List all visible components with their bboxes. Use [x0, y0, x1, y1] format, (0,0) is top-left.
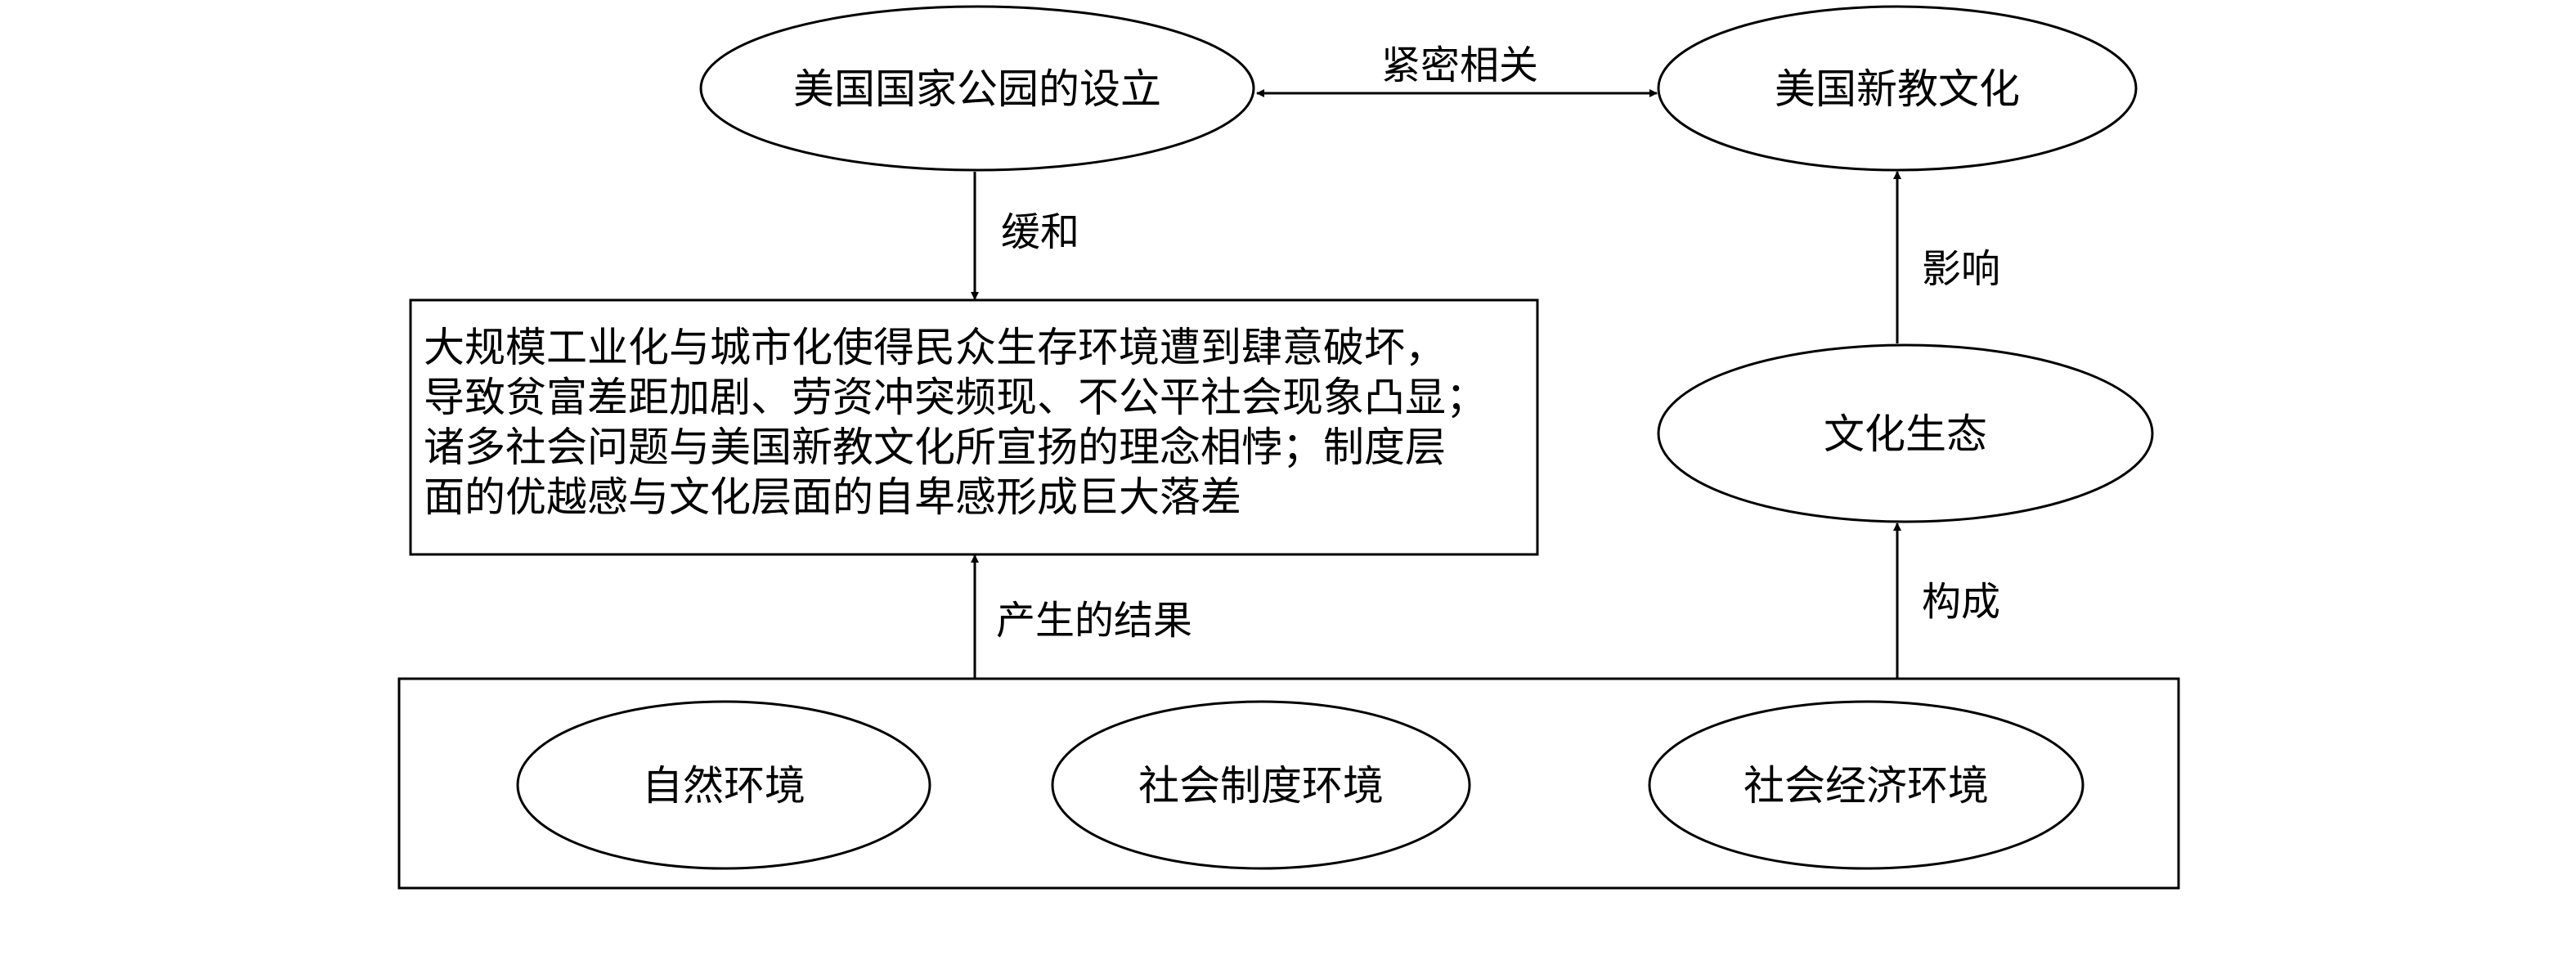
problem-box: 大规模工业化与城市化使得民众生存环境遭到肆意破坏， 导致贫富差距加剧、劳资冲突频… — [409, 298, 1539, 556]
result-label: 产生的结果 — [996, 598, 1192, 644]
national-park-ellipse — [699, 5, 1255, 172]
problem-line-2: 导致贫富差距加剧、劳资冲突频现、不公平社会现象凸显； — [424, 374, 1487, 421]
node-social-system-env: 社会制度环境 — [1051, 700, 1471, 870]
social-system-env-ellipse — [1051, 700, 1471, 870]
natural-env-ellipse — [516, 700, 931, 870]
ease-label: 缓和 — [1001, 209, 1079, 255]
social-system-env-label: 社会制度环境 — [1138, 762, 1384, 810]
problem-box-frame — [409, 298, 1539, 556]
node-protestant-culture: 美国新教文化 — [1657, 5, 2138, 172]
node-socio-economic-env: 社会经济环境 — [1648, 700, 2085, 870]
closely-related-label: 紧密相关 — [1381, 43, 1538, 88]
edge-closely-related: 紧密相关 — [1256, 43, 1658, 97]
influence-label: 影响 — [1922, 246, 2000, 292]
compose-label: 构成 — [1922, 579, 2000, 625]
problem-line-4: 面的优越感与文化层面的自卑感形成巨大落差 — [424, 473, 1241, 521]
node-natural-env: 自然环境 — [516, 700, 931, 870]
protestant-culture-ellipse — [1657, 5, 2138, 172]
protestant-culture-label: 美国新教文化 — [1775, 65, 2020, 113]
edge-compose: 构成 — [1893, 523, 2000, 678]
socio-economic-env-label: 社会经济环境 — [1744, 762, 1989, 810]
problem-line-3: 诸多社会问题与美国新教文化所宣扬的理念相悖；制度层 — [424, 424, 1446, 471]
node-national-park: 美国国家公园的设立 — [699, 5, 1255, 172]
node-cultural-ecology: 文化生态 — [1657, 343, 2154, 523]
national-park-label: 美国国家公园的设立 — [793, 65, 1161, 113]
edge-result: 产生的结果 — [971, 554, 1192, 678]
problem-line-1: 大规模工业化与城市化使得民众生存环境遭到肆意破坏， — [424, 324, 1446, 371]
cultural-ecology-label: 文化生态 — [1824, 410, 1987, 458]
cultural-ecology-ellipse — [1657, 343, 2154, 523]
socio-economic-env-ellipse — [1648, 700, 2085, 870]
edge-influence: 影响 — [1893, 171, 2000, 343]
edge-ease: 缓和 — [971, 172, 1079, 300]
environment-box: 自然环境 社会制度环境 社会经济环境 — [397, 677, 2180, 890]
natural-env-label: 自然环境 — [642, 762, 806, 810]
